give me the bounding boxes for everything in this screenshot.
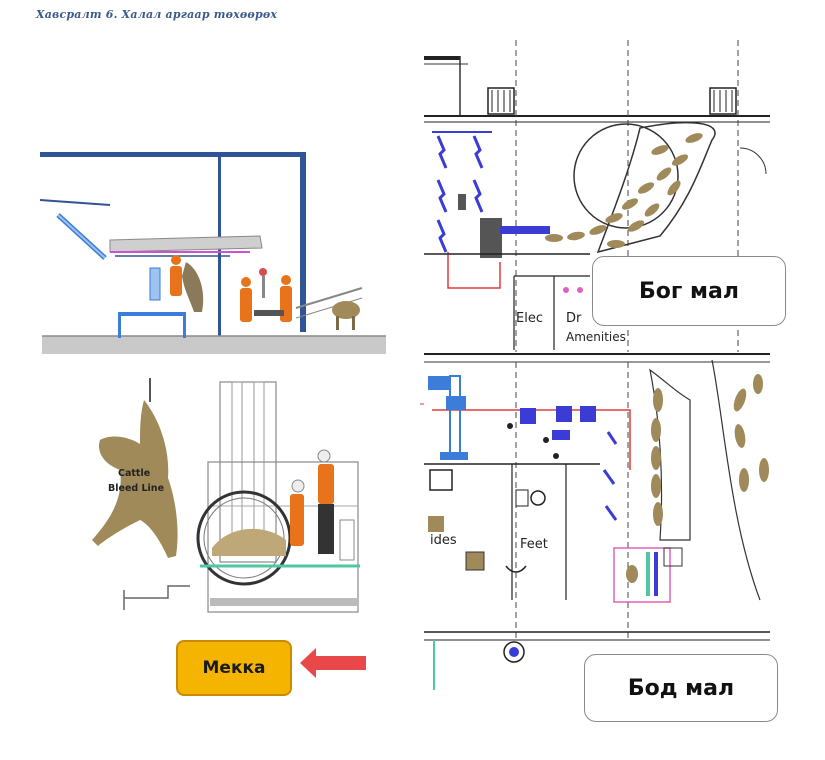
figure-caption: Хавсралт 6. Халал аргаар төхөөрөх — [36, 8, 278, 21]
room-label-feet: Feet — [520, 537, 548, 552]
hanging-cattle-silhouette — [92, 400, 178, 558]
slaughter-line-elevation — [39, 152, 386, 354]
room-label-elec: Elec — [516, 311, 543, 326]
floor-plan-lower: ides Feet — [420, 359, 770, 690]
bleed-line-label-2: Bleed Line — [108, 483, 164, 494]
room-label-dr: Dr — [566, 311, 582, 326]
direction-arrow — [300, 648, 366, 678]
room-label-amenities: Amenities — [566, 330, 626, 344]
callout-cattle: Бог мал — [592, 256, 786, 326]
callout-sheep: Бод мал — [584, 654, 778, 722]
mekka-badge: Мекка — [176, 640, 292, 696]
bleed-line-illustration: Cattle Bleed Line — [92, 378, 360, 613]
room-label-hides: ides — [430, 533, 457, 548]
bleed-line-label-1: Cattle — [118, 468, 150, 479]
